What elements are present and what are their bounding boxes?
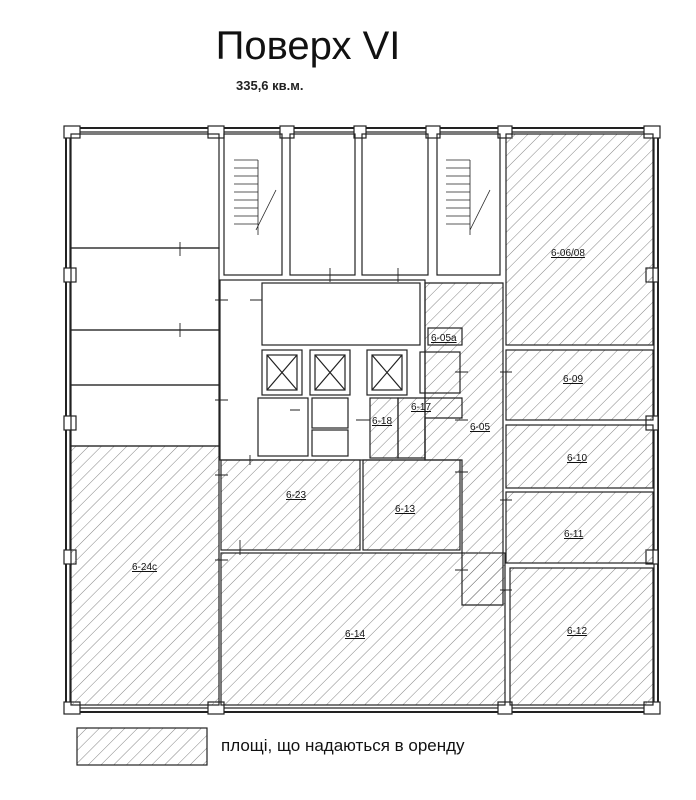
label-6-23: 6-23 bbox=[286, 490, 306, 501]
label-6-13: 6-13 bbox=[395, 504, 415, 515]
label-6-24c: 6-24c bbox=[132, 562, 157, 573]
room-6-10[interactable] bbox=[505, 424, 654, 489]
room-6-18[interactable] bbox=[369, 397, 399, 459]
label-6-17: 6-17 bbox=[411, 402, 431, 413]
room-6-09[interactable] bbox=[505, 349, 654, 421]
room-6-13[interactable] bbox=[362, 459, 461, 551]
room-6-06-08[interactable] bbox=[505, 133, 654, 346]
room-6-14[interactable] bbox=[220, 552, 506, 706]
room-6-23[interactable] bbox=[220, 459, 361, 551]
label-6-05: 6-05 bbox=[470, 422, 490, 433]
elevator-icons bbox=[261, 349, 408, 396]
label-6-11: 6-11 bbox=[564, 529, 584, 540]
legend-swatch bbox=[76, 727, 208, 766]
room-6-12[interactable] bbox=[509, 567, 654, 706]
page-title: Поверх VI bbox=[0, 24, 626, 69]
legend-text: площі, що надаються в оренду bbox=[221, 736, 465, 755]
label-6-06-08: 6-06/08 bbox=[551, 248, 585, 259]
label-6-12: 6-12 bbox=[567, 626, 587, 637]
label-6-10: 6-10 bbox=[567, 453, 587, 464]
label-6-05a: 6-05a bbox=[431, 333, 457, 344]
stairwell-left bbox=[223, 133, 283, 276]
room-6-11[interactable] bbox=[505, 491, 654, 564]
floor-area: 335,6 кв.м. bbox=[236, 78, 304, 93]
floor-title: Поверх VI bbox=[215, 24, 401, 68]
stairwell-right bbox=[436, 133, 501, 276]
label-6-14: 6-14 bbox=[345, 629, 365, 640]
label-6-18: 6-18 bbox=[372, 416, 392, 427]
room-6-24c[interactable] bbox=[70, 445, 220, 706]
label-6-09: 6-09 bbox=[563, 374, 583, 385]
